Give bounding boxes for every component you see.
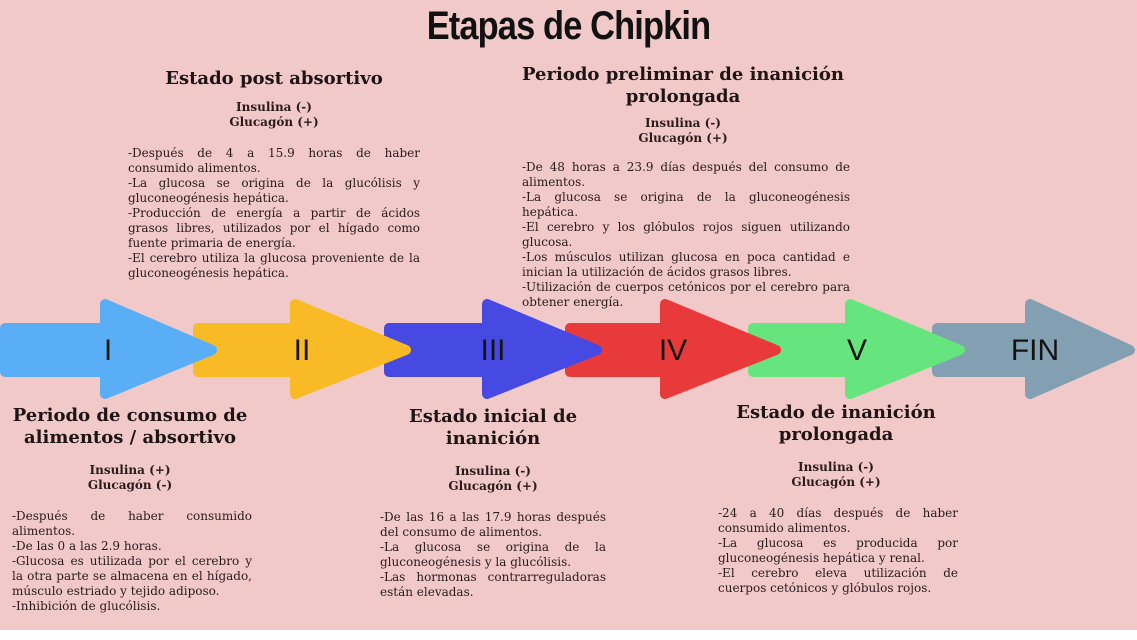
- stage-i-block: Periodo de consumo de alimentos / absort…: [6, 405, 254, 614]
- stage-i-hormones: Insulina (+) Glucagón (-): [6, 463, 254, 493]
- arrow-label-i: I: [103, 334, 113, 367]
- stage-iii-insulina: Insulina (-): [455, 464, 531, 478]
- stage-ii-block: Estado post absortivo Insulina (-) Gluca…: [128, 68, 420, 281]
- stage-v-description: -24 a 40 días después de haber consumido…: [718, 506, 958, 595]
- arrow-fin: [932, 299, 1135, 399]
- stage-iii-hormones: Insulina (-) Glucagón (+): [376, 464, 610, 494]
- stage-iv-glucagon: Glucagón (+): [638, 131, 728, 145]
- stage-iv-description: -De 48 horas a 23.9 días después del con…: [522, 160, 850, 309]
- stage-i-insulina: Insulina (+): [89, 463, 171, 477]
- stage-iv-insulina: Insulina (-): [645, 116, 721, 130]
- stage-iv-hormones: Insulina (-) Glucagón (+): [518, 116, 848, 146]
- arrow-ii: [193, 299, 411, 399]
- stage-ii-glucagon: Glucagón (+): [229, 115, 319, 129]
- arrow-iv: [565, 299, 781, 399]
- arrow-label-iv: IV: [658, 334, 688, 367]
- stage-iv-block: Periodo preliminar de inanición prolonga…: [518, 64, 850, 310]
- arrow-iii: [384, 299, 602, 399]
- stage-iii-block: Estado inicial de inanición Insulina (-)…: [376, 406, 610, 600]
- stage-iii-title: Estado inicial de inanición: [408, 406, 578, 449]
- stage-v-title: Estado de inanición prolongada: [736, 402, 936, 445]
- arrow-label-v: V: [846, 334, 868, 367]
- arrow-v: [748, 299, 965, 399]
- arrow-label-fin: FIN: [1010, 334, 1060, 367]
- stage-v-block: Estado de inanición prolongada Insulina …: [712, 402, 960, 596]
- stage-iii-glucagon: Glucagón (+): [448, 479, 538, 493]
- stage-iii-description: -De las 16 a las 17.9 horas después del …: [380, 510, 606, 599]
- stage-ii-description: -Después de 4 a 15.9 horas de haber cons…: [128, 146, 420, 280]
- stage-ii-title: Estado post absortivo: [165, 68, 383, 89]
- arrow-label-iii: III: [480, 334, 506, 367]
- stage-v-hormones: Insulina (-) Glucagón (+): [712, 460, 960, 490]
- stage-arrows: [0, 299, 1135, 399]
- stage-v-glucagon: Glucagón (+): [791, 475, 881, 489]
- stage-i-description: -Después de haber consumido alimentos. -…: [12, 509, 252, 613]
- arrow-i: [0, 299, 217, 399]
- stage-i-title: Periodo de consumo de alimentos / absort…: [12, 405, 248, 448]
- stage-ii-hormones: Insulina (-) Glucagón (+): [128, 100, 420, 130]
- stage-ii-insulina: Insulina (-): [236, 100, 312, 114]
- stage-v-insulina: Insulina (-): [798, 460, 874, 474]
- stage-i-glucagon: Glucagón (-): [87, 478, 173, 492]
- stage-iv-title: Periodo preliminar de inanición prolonga…: [522, 64, 844, 107]
- diagram-title: Etapas de Chipkin: [426, 4, 711, 48]
- arrow-label-ii: II: [293, 334, 311, 367]
